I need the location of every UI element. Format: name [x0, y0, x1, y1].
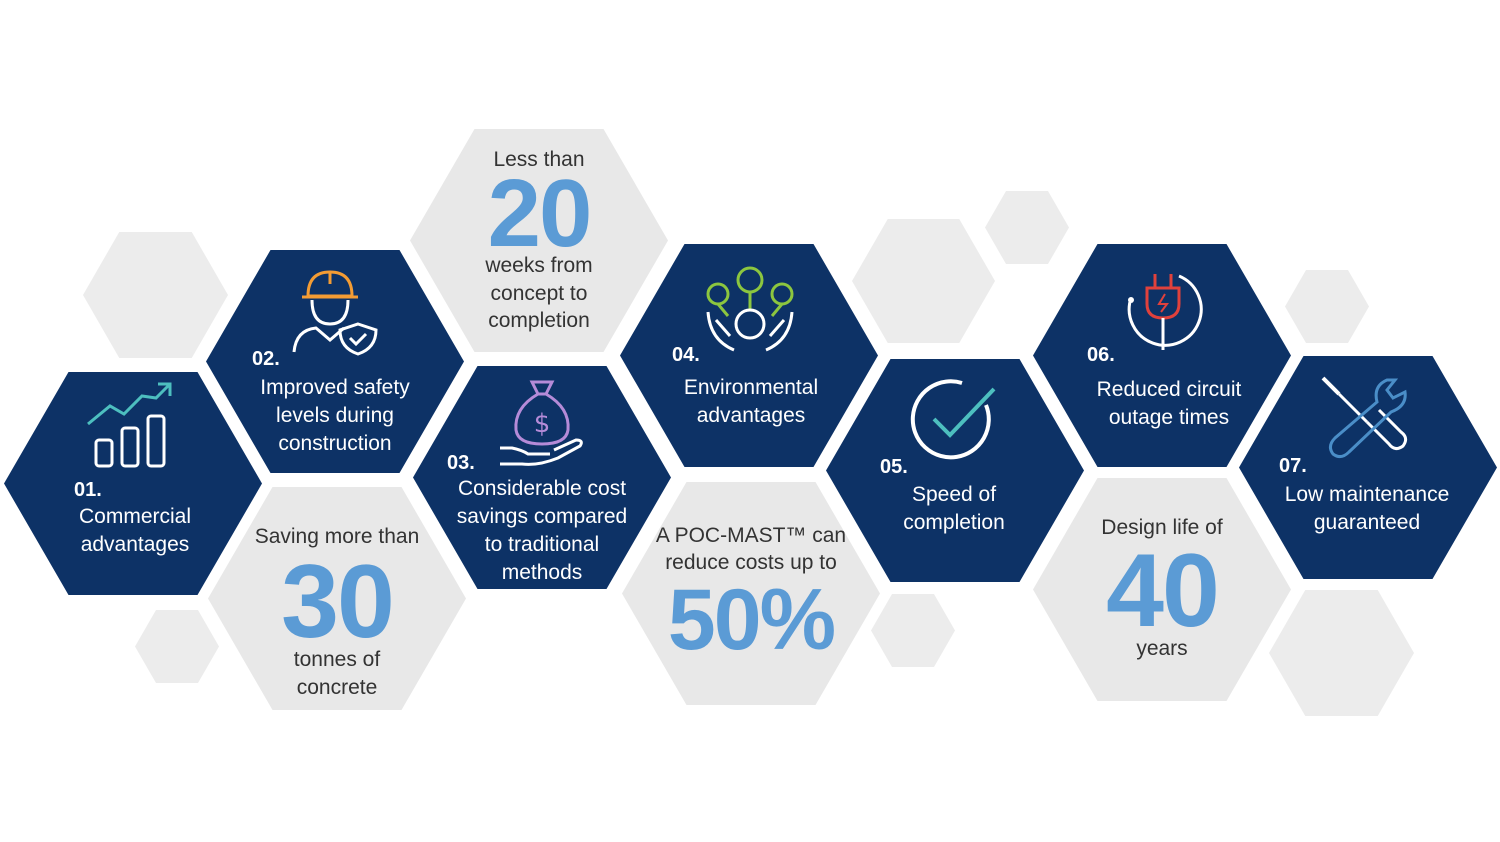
decorative-hexagon [83, 232, 228, 358]
stat-hexagon-50-percent: A POC-MAST™ can reduce costs up to 50% [622, 482, 880, 705]
stat-before-text: A POC-MAST™ can [655, 524, 847, 547]
stat-after-text: completion [488, 309, 590, 332]
item-label-line: to traditional [484, 533, 600, 556]
feature-hexagon-04: 04. Environmental advantages [620, 244, 878, 467]
worker-shield-icon [292, 270, 378, 356]
item-label-line: Speed of [911, 483, 997, 506]
feature-hexagon-03: $ 03. Considerable cost savings compared… [413, 366, 671, 589]
item-number: 02. [252, 348, 280, 370]
decorative-hexagon [1269, 590, 1414, 716]
feature-hexagon-06: 06. Reduced circuit outage times [1033, 244, 1291, 467]
item-label-line: levels during [276, 404, 394, 427]
bar-chart-growth-icon [87, 382, 172, 468]
stat-hexagon-30-tonnes: Saving more than 30 tonnes of concrete [208, 487, 466, 710]
item-label: Commercial advantages [4, 503, 262, 559]
item-label-line: Considerable cost [457, 477, 627, 500]
tree-hands-icon [706, 266, 794, 352]
item-label: Low maintenance guaranteed [1239, 481, 1495, 537]
stat-big-number: 20 [487, 160, 593, 267]
stat-before-text: Less than [493, 148, 585, 171]
money-bag-hand-icon: $ [500, 380, 583, 466]
feature-hexagon-05: 05. Speed of completion [826, 359, 1084, 582]
item-label-line: guaranteed [1313, 511, 1421, 534]
item-label-line: advantages [696, 404, 806, 427]
item-label-line: completion [903, 511, 1005, 534]
decorative-hexagon [1285, 270, 1369, 343]
feature-hexagon-01: 01. Commercial advantages [4, 372, 262, 595]
stat-before-text: Design life of [1101, 516, 1223, 539]
item-label: Improved safety levels during constructi… [206, 374, 464, 458]
item-label-line: Reduced circuit [1096, 378, 1242, 401]
stat-after-text: years [1136, 637, 1188, 660]
item-number: 07. [1279, 455, 1307, 477]
feature-hexagon-07: 07. Low maintenance guaranteed [1239, 356, 1497, 579]
item-label-line: Commercial [78, 505, 191, 528]
item-label: Reduced circuit outage times [1033, 376, 1291, 432]
item-label-line: outage times [1108, 406, 1230, 429]
item-number: 06. [1087, 344, 1115, 366]
item-label-line: advantages [80, 533, 190, 556]
item-label-line: methods [501, 561, 583, 584]
stat-before-text: Saving more than [254, 525, 420, 548]
decorative-hexagon [852, 219, 995, 343]
decorative-hexagon [871, 594, 955, 667]
stat-after-text: tonnes of [293, 648, 381, 671]
electric-plug-icon [1127, 274, 1203, 350]
item-number: 01. [74, 479, 102, 501]
screwdriver-wrench-icon [1321, 376, 1408, 459]
svg-text:$: $ [534, 409, 551, 439]
decorative-hexagon [985, 191, 1069, 264]
item-label: Speed of completion [826, 481, 1082, 537]
item-number: 03. [447, 452, 475, 474]
stat-before-text: reduce costs up to [665, 551, 837, 574]
item-label-line: construction [278, 432, 392, 455]
item-label-line: savings compared [456, 505, 628, 528]
checkmark-circle-icon [910, 379, 996, 460]
stat-hexagon-20-weeks: Less than 20 weeks from concept to compl… [410, 129, 668, 352]
item-number: 05. [880, 456, 908, 478]
stat-after-text: concept to [490, 282, 588, 305]
stat-after-text: concrete [296, 676, 378, 699]
stat-big-number: 40 [1106, 533, 1220, 649]
feature-hexagon-02: 02. Improved safety levels during constr… [206, 250, 464, 473]
stat-hexagon-40-years: Design life of 40 years [1033, 478, 1291, 701]
item-number: 04. [672, 344, 700, 366]
item-label: Considerable cost savings compared to tr… [413, 475, 671, 587]
item-label-line: Improved safety [260, 376, 410, 399]
item-label-line: Environmental [683, 376, 819, 399]
stat-after-text: weeks from [485, 254, 593, 277]
stat-big-number: 50% [667, 572, 836, 668]
stat-big-number: 30 [281, 544, 395, 660]
decorative-hexagon [135, 610, 219, 683]
item-label: Environmental advantages [620, 374, 878, 430]
item-label-line: Low maintenance [1284, 483, 1450, 506]
